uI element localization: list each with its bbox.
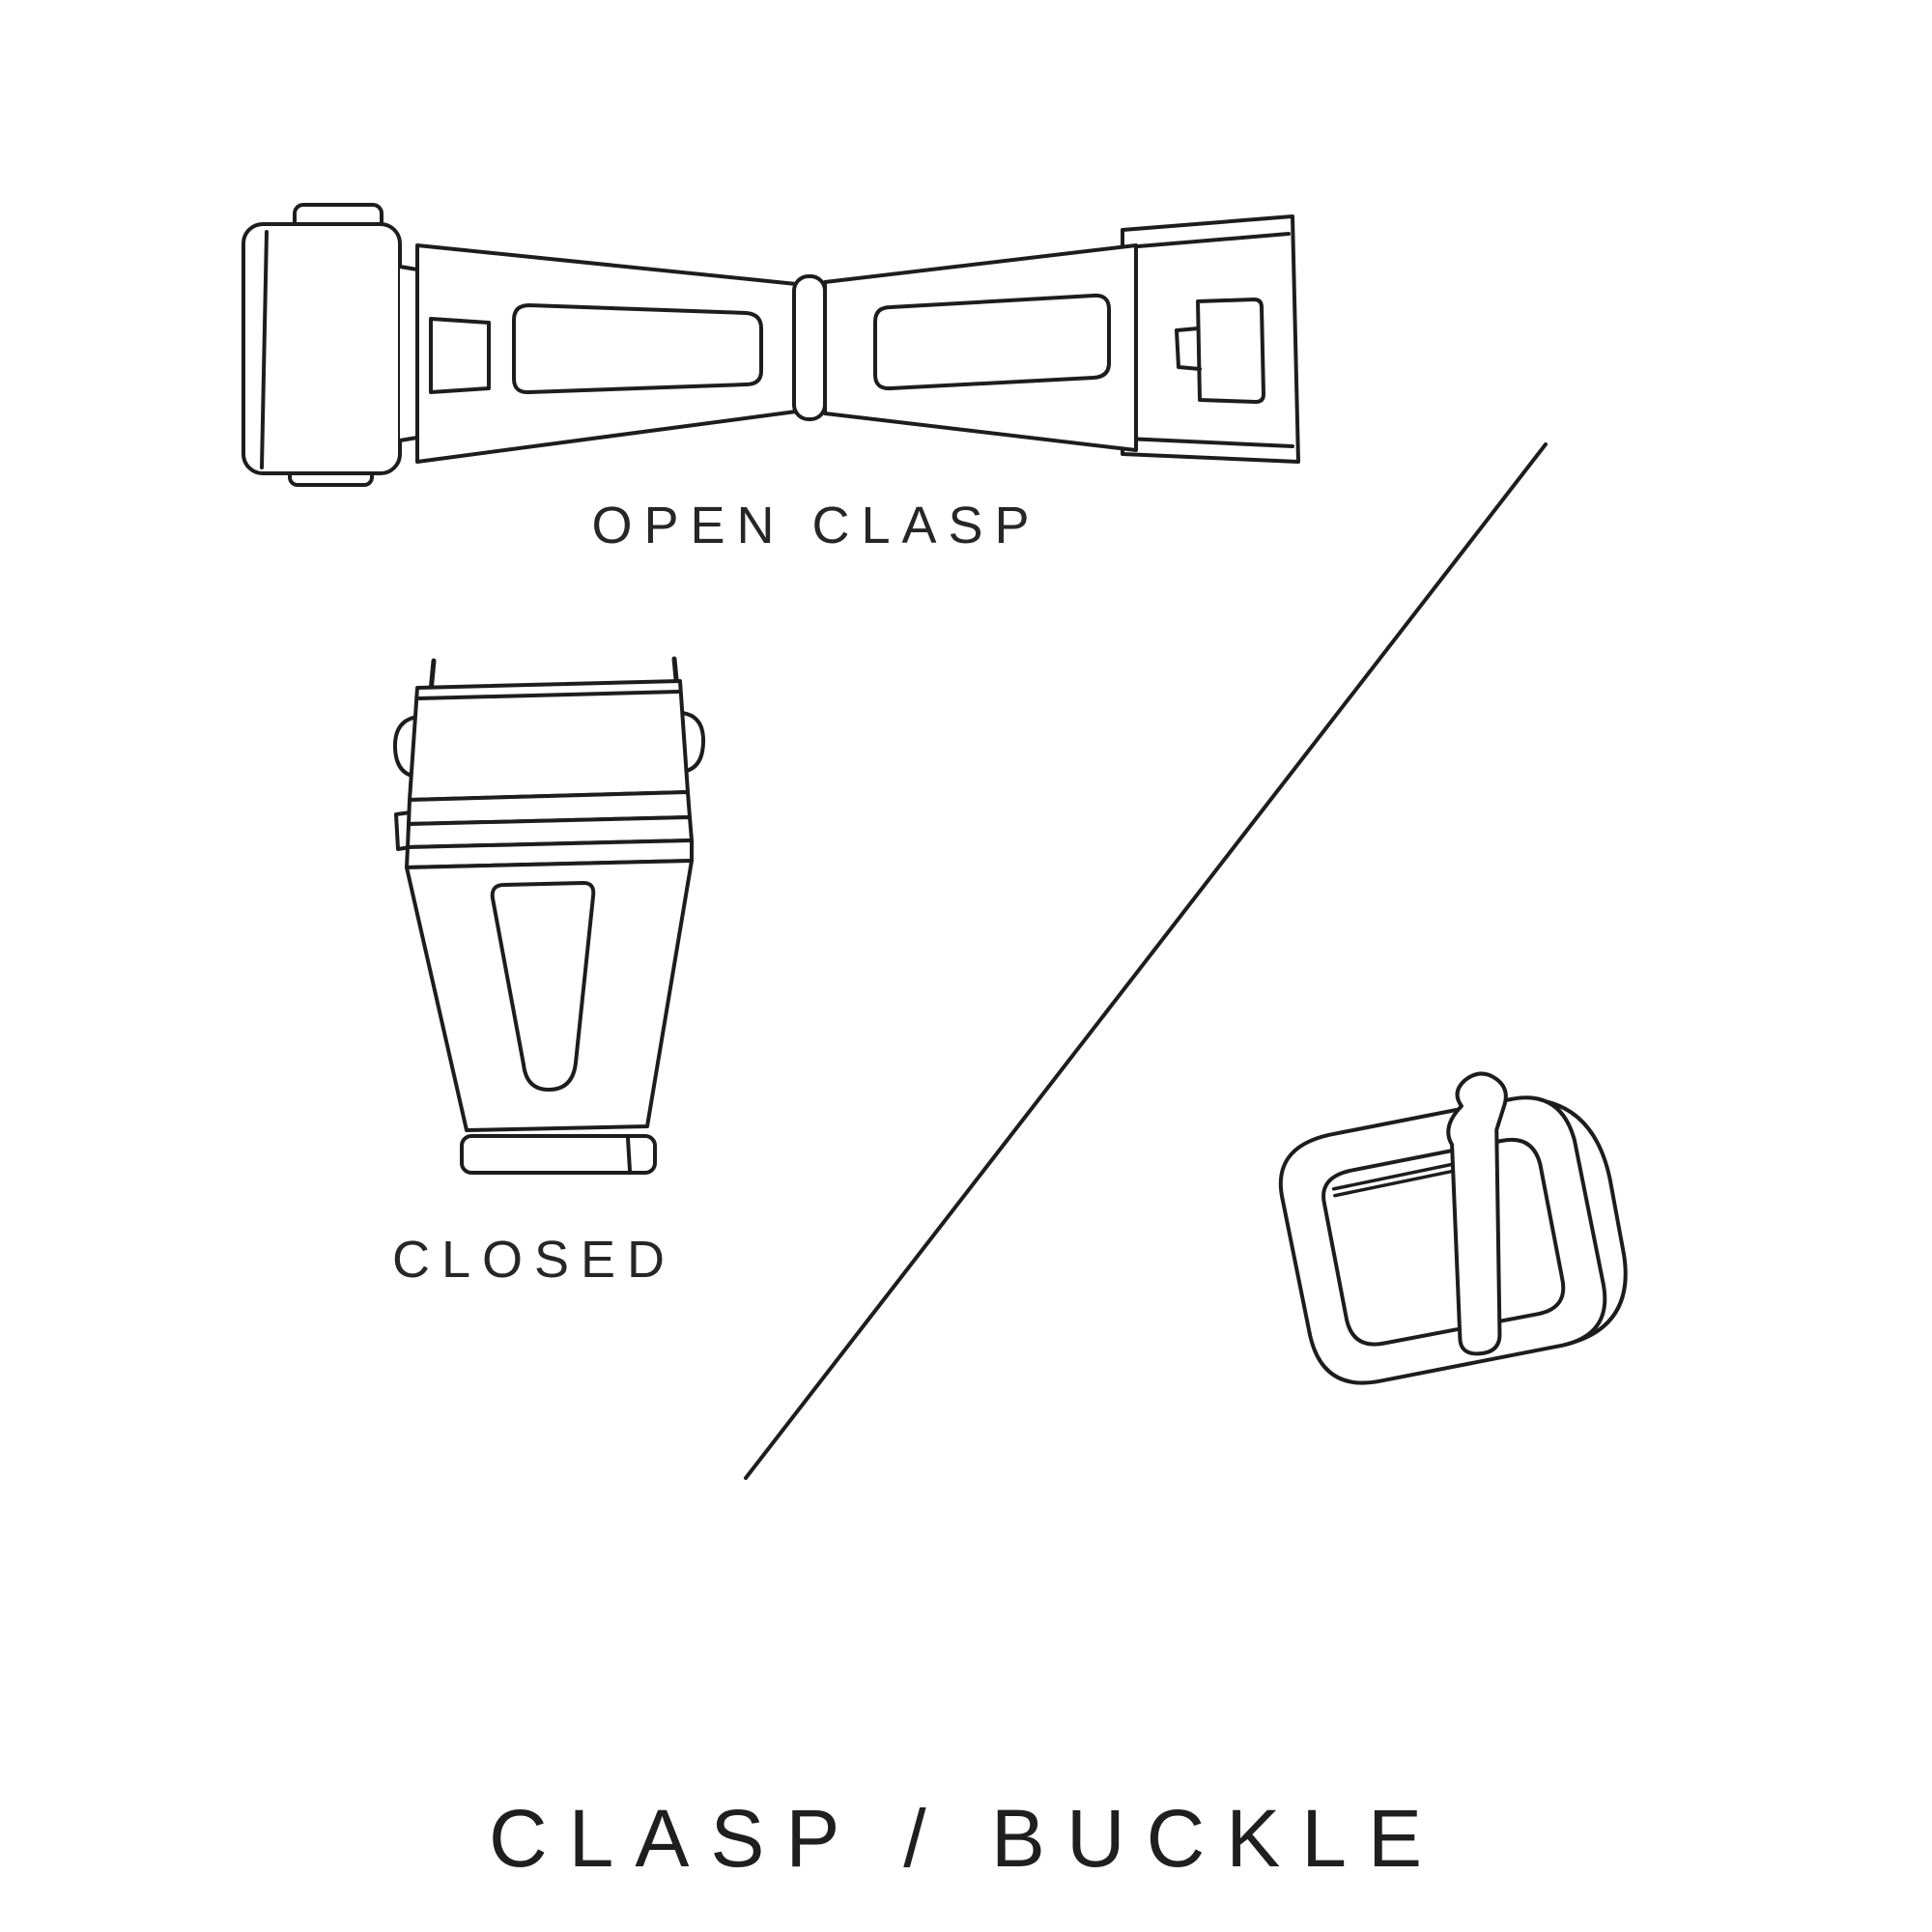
tang-buckle-illustration — [1278, 1071, 1628, 1385]
buckle-side-thickness — [1509, 1096, 1628, 1348]
open-clasp-illustration — [242, 203, 1300, 487]
open-clasp-right-arm — [823, 243, 1138, 452]
page-title: CLASP / BUCKLE — [489, 1793, 1443, 1884]
open-clasp-left-arm-window — [512, 303, 763, 395]
closed-clasp-body — [405, 859, 694, 1132]
buckle-opening — [1321, 1137, 1566, 1347]
buckle-spring-bar — [1331, 1157, 1476, 1191]
open-clasp-right-endpiece-bottomline — [1124, 437, 1294, 448]
open-clasp-right-arm-window — [873, 293, 1111, 391]
open-clasp-hinge — [792, 274, 827, 421]
open-clasp-right-cutout — [1196, 298, 1265, 404]
open-clasp-right-notch — [1175, 327, 1202, 371]
open-clasp-right-endpiece-topline — [1124, 232, 1291, 249]
closed-label: CLOSED — [392, 1231, 676, 1289]
diagonal-divider-line — [744, 442, 1548, 1480]
closed-clasp-body-slot — [490, 881, 596, 1092]
open-clasp-left-cover-line — [260, 230, 269, 469]
closed-clasp-base-line — [626, 1136, 632, 1173]
buckle-tongue — [1446, 1071, 1508, 1356]
open-clasp-label: OPEN CLASP — [591, 497, 1040, 554]
open-clasp-left-arm-cutout — [429, 317, 491, 394]
closed-clasp-top-box-line — [417, 690, 680, 700]
closed-clasp-illustration — [392, 656, 706, 1175]
closed-clasp-base — [460, 1134, 657, 1175]
